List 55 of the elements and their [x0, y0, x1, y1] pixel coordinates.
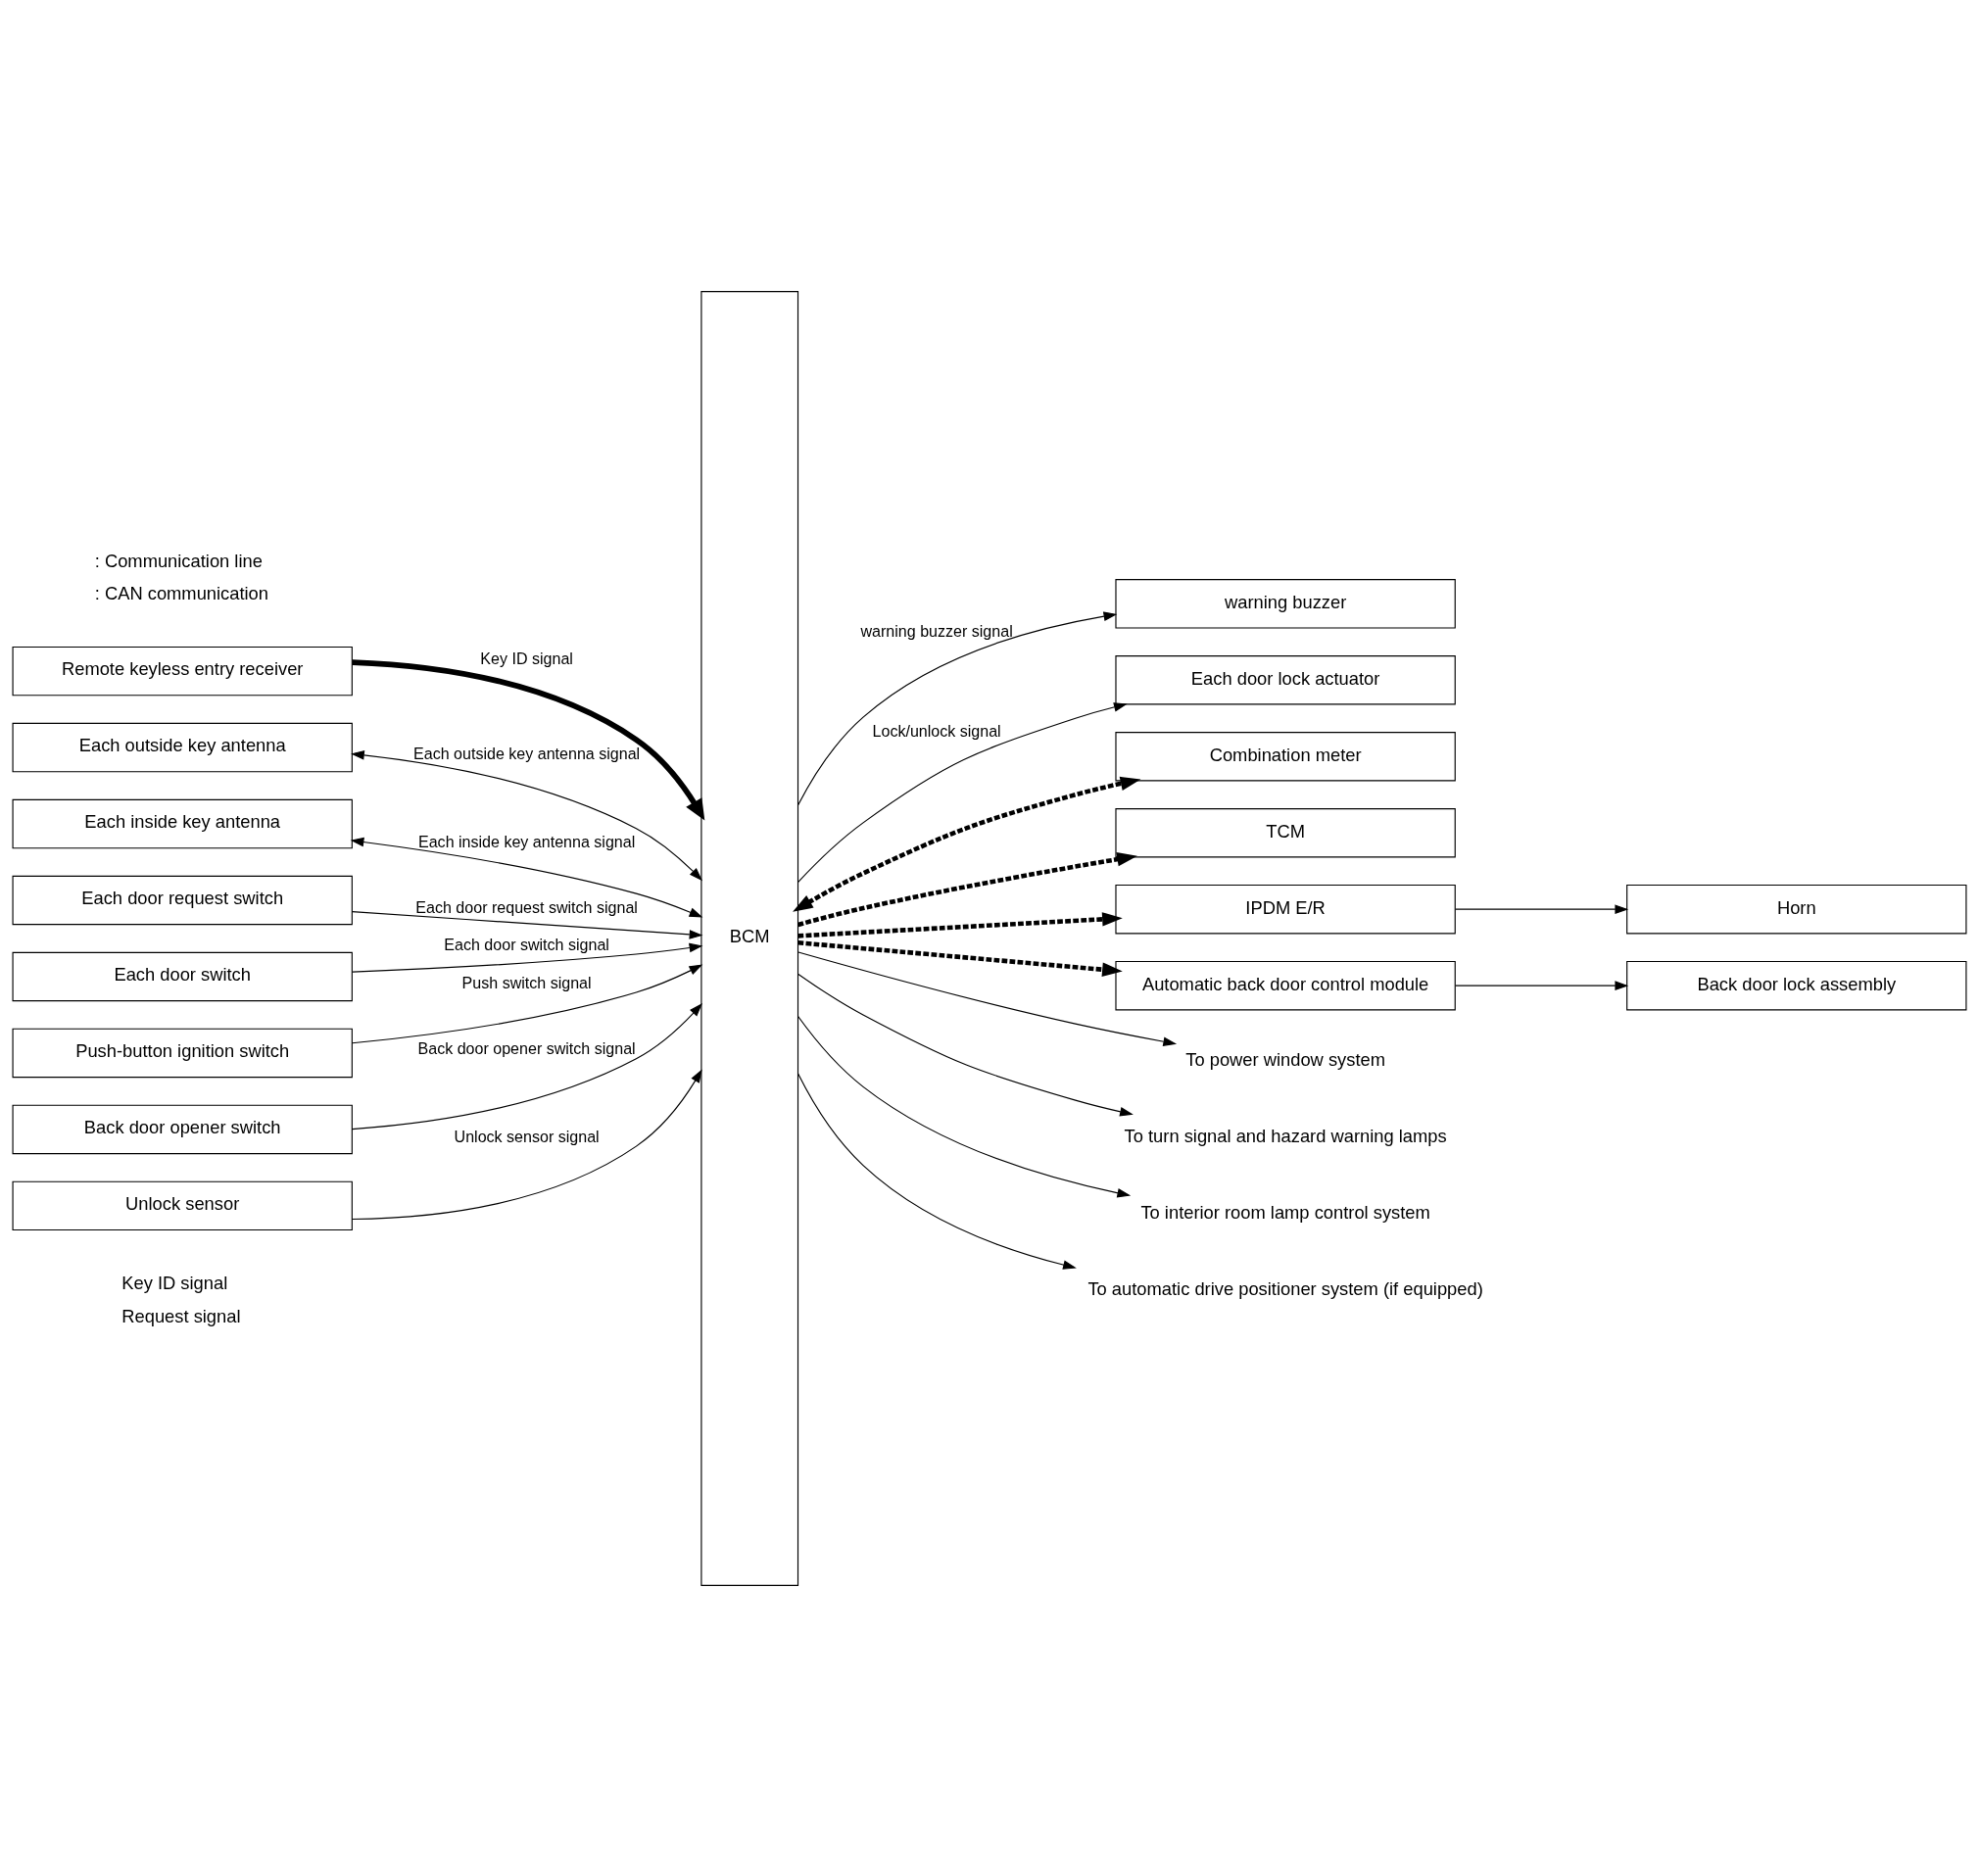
arrow: [797, 1015, 1132, 1197]
arrow: [797, 1072, 1077, 1270]
node-box: Remote keyless entry receiver: [12, 646, 353, 696]
label: Request signal: [121, 1305, 241, 1326]
edge-label: Each door request switch signal: [415, 897, 638, 916]
arrow: [352, 658, 705, 820]
node-box: Unlock sensor: [12, 1180, 353, 1230]
edge-label: Back door opener switch signal: [417, 1038, 636, 1057]
node-box: Each inside key antenna: [12, 798, 353, 848]
node-box: Back door lock assembly: [1626, 960, 1967, 1010]
edge-label: Push switch signal: [461, 973, 592, 991]
node-box: IPDM E/R: [1115, 884, 1456, 934]
node-box: Each door request switch: [12, 875, 353, 925]
edge-label: warning buzzer signal: [860, 621, 1013, 640]
arrow: [797, 950, 1178, 1046]
edge-label: Lock/unlock signal: [872, 721, 1001, 740]
node-box: BCM: [700, 290, 799, 1586]
node-box: Automatic back door control module: [1115, 960, 1456, 1010]
arrow: [797, 939, 1123, 977]
edge-label: Each inside key antenna signal: [418, 832, 636, 850]
node-text: To power window system: [1185, 1048, 1385, 1070]
legend-label: : CAN communication: [94, 582, 269, 603]
arrow: [352, 964, 703, 1043]
arrow: [797, 851, 1137, 927]
node-box: TCM: [1115, 807, 1456, 857]
node-box: Each door lock actuator: [1115, 654, 1456, 704]
arrow: [351, 749, 703, 881]
legend-label: : Communication line: [94, 550, 263, 571]
label: Key ID signal: [121, 1271, 228, 1292]
node-box: Each door switch: [12, 951, 353, 1001]
arrow: [793, 776, 1141, 912]
arrow: [1454, 903, 1629, 914]
edge-label: Key ID signal: [480, 649, 573, 667]
node-box: Back door opener switch: [12, 1104, 353, 1154]
node-text: To turn signal and hazard warning lamps: [1124, 1125, 1447, 1146]
edge-label: Each outside key antenna signal: [413, 744, 641, 762]
arrow: [797, 701, 1128, 883]
node-box: Each outside key antenna: [12, 722, 353, 772]
arrow: [352, 942, 703, 973]
node-text: To automatic drive positioner system (if equipped): [1087, 1277, 1483, 1299]
arrow: [350, 837, 703, 917]
edge-label: Unlock sensor signal: [454, 1127, 600, 1145]
edge-label: Each door switch signal: [444, 935, 609, 953]
arrow: [797, 911, 1123, 938]
arrow: [351, 1002, 702, 1130]
arrow: [1454, 980, 1629, 990]
arrow: [351, 1068, 702, 1220]
node-box: warning buzzer: [1115, 578, 1456, 629]
node-box: Combination meter: [1115, 731, 1456, 781]
node-box: Push-button ignition switch: [12, 1028, 353, 1078]
arrow: [797, 973, 1134, 1116]
arrow: [797, 610, 1118, 805]
node-text: To interior room lamp control system: [1140, 1201, 1430, 1223]
node-box: Horn: [1626, 884, 1967, 934]
arrow: [352, 910, 703, 939]
